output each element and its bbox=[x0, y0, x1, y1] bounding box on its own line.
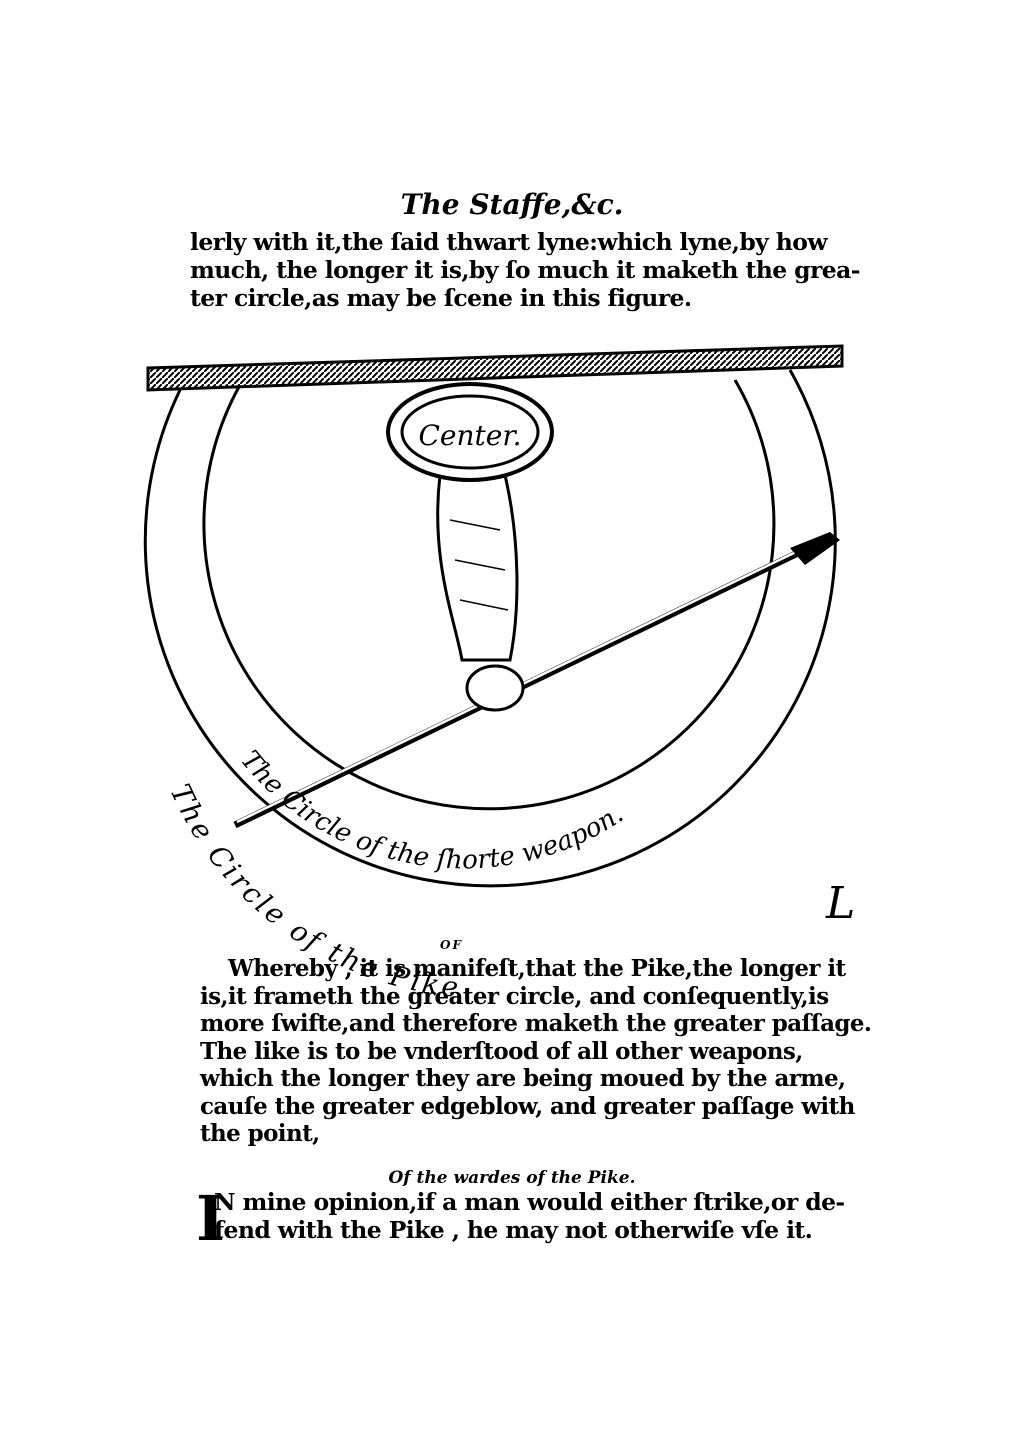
drop-cap: I bbox=[196, 1182, 226, 1255]
top-paragraph: lerly with it,the ſaid thwart lyne:which… bbox=[190, 228, 861, 312]
text-line: cauſe the greater edgeblow, and greater … bbox=[200, 1092, 855, 1120]
text-line: ter circle,as may be ſcene in this figur… bbox=[190, 284, 692, 312]
inner-circle-label: The Circle of the ſhorte weapon. bbox=[234, 745, 628, 875]
text-line: N mine opinion,if a man would either ſtr… bbox=[214, 1188, 845, 1216]
center-label: Center. bbox=[418, 419, 521, 452]
margin-mark: L bbox=[826, 878, 856, 929]
text-line: which the longer they are being moued by… bbox=[200, 1065, 846, 1092]
hand bbox=[465, 664, 525, 712]
bottom-paragraph: Whereby , it is manifeſt,that the Pike,t… bbox=[200, 955, 872, 1148]
text-line: much, the longer it is,by ſo much it mak… bbox=[190, 256, 861, 284]
text-line: Whereby , it is manifeſt,that the Pike,t… bbox=[228, 955, 846, 982]
pike-head bbox=[790, 532, 840, 565]
section-paragraph: N mine opinion,if a man would either ſtr… bbox=[214, 1188, 845, 1244]
outer-circle bbox=[143, 369, 837, 888]
running-header: The Staffe,&c. bbox=[400, 188, 624, 221]
of-label: OF bbox=[440, 938, 463, 952]
text-line: The like is to be vnderſtood of all othe… bbox=[200, 1037, 803, 1065]
text-line: more ſwifte,and therefore maketh the gre… bbox=[200, 1010, 872, 1037]
staff-bar bbox=[146, 344, 844, 392]
center-cartouche bbox=[386, 382, 554, 482]
text-line: is,it frameth the greater circle, and co… bbox=[200, 982, 829, 1010]
arm bbox=[436, 473, 519, 662]
text-line: the point, bbox=[200, 1120, 320, 1147]
section-title: Of the wardes of the Pike. bbox=[388, 1168, 636, 1188]
text-line: fend with the Pike , he may not otherwiſ… bbox=[214, 1216, 813, 1244]
svg-text:The Circle of the ſhorte weapo: The Circle of the ſhorte weapon. bbox=[234, 745, 628, 875]
text-line: lerly with it,the ſaid thwart lyne:which… bbox=[190, 228, 828, 256]
